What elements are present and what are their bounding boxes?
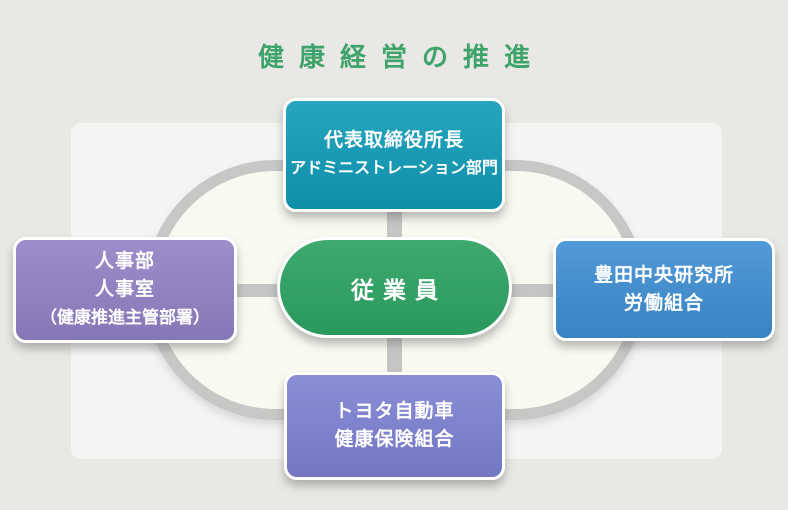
node-labor-union: 豊田中央研究所 労働組合 [553, 238, 775, 341]
node-hr-department: 人事部 人事室 （健康推進主管部署） [13, 237, 237, 343]
node-employees-center: 従業員 [277, 237, 512, 338]
node-line: アドミニストレーション部門 [290, 160, 498, 177]
node-health-insurance: トヨタ自動車 健康保険組合 [284, 372, 505, 480]
node-line: 人事室 [94, 279, 155, 300]
node-line: 豊田中央研究所 [593, 264, 734, 286]
page-title: 健康経営の推進 [257, 42, 545, 72]
node-president-administration: 代表取締役所長 アドミニストレーション部門 [283, 98, 505, 212]
node-line: 代表取締役所長 [323, 130, 464, 151]
node-line: トヨタ自動車 [334, 401, 455, 422]
node-line: （健康推進主管部署） [40, 308, 210, 327]
node-line: 労働組合 [623, 292, 704, 314]
center-label: 従業員 [351, 276, 447, 303]
node-line: 健康保険組合 [334, 429, 455, 450]
node-line: 人事部 [94, 251, 155, 272]
